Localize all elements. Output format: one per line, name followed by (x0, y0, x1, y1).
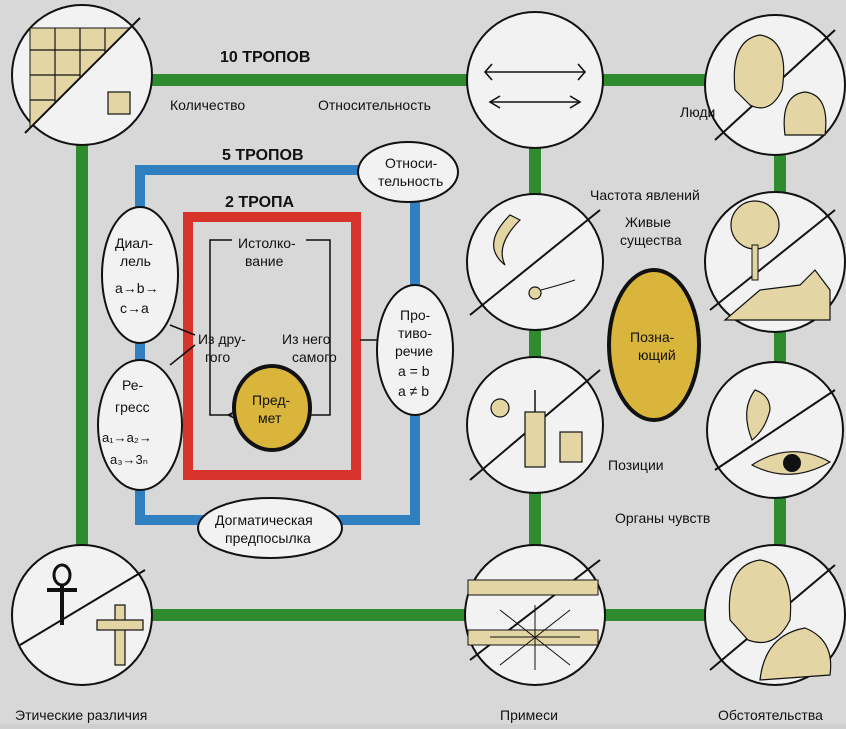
regress-oval (97, 359, 183, 491)
knower-oval (607, 268, 701, 422)
from-other-label-2: гого (205, 349, 230, 365)
diallel-label-2: лель (120, 253, 151, 269)
five-relativity-label-1: Относи- (385, 155, 438, 171)
regress-label-2: гресс (115, 399, 150, 415)
relativity-oval (357, 141, 459, 203)
regress-label-4: a₃→3ₙ (110, 452, 148, 467)
living-label-2: существа (620, 232, 682, 248)
dogmatic-oval (197, 497, 343, 559)
two-tropes-frame (183, 212, 361, 480)
five-relativity-label-2: тельность (378, 173, 443, 189)
living-beings-circle (704, 191, 846, 333)
contradiction-oval (376, 284, 454, 416)
diallel-oval (101, 206, 179, 344)
regress-label-3: a₁→a₂→ (102, 430, 152, 445)
regress-label-1: Ре- (122, 377, 144, 393)
interpretation-label-1: Истолко- (238, 235, 296, 251)
circumstances-label: Обстоятельства (718, 707, 823, 723)
relativity-circle (466, 11, 604, 149)
quantity-circle (11, 4, 153, 146)
knower-label-1: Позна- (630, 329, 675, 345)
interpretation-label-2: вание (245, 253, 284, 269)
contradiction-label-1: Про- (400, 307, 431, 323)
diallel-label-4: c→a (120, 300, 149, 316)
contradiction-label-4: a = b (398, 363, 430, 379)
subject-label-2: мет (258, 410, 282, 426)
quantity-label: Количество (170, 97, 245, 113)
from-other-label-1: Из дру- (198, 331, 246, 347)
ten-tropes-header: 10 ТРОПОВ (220, 49, 310, 66)
diallel-label-1: Диал- (115, 235, 153, 251)
contradiction-label-3: речие (395, 343, 433, 359)
knower-label-2: ющий (638, 347, 676, 363)
living-label-1: Живые (625, 214, 671, 230)
two-tropes-header: 2 ТРОПА (225, 194, 295, 211)
positions-circle (466, 356, 604, 494)
dogmatic-label-1: Догматическая (215, 512, 313, 528)
contradiction-label-5: a ≠ b (398, 383, 429, 399)
contradiction-label-2: тиво- (398, 325, 432, 341)
senses-circle (706, 361, 844, 499)
relativity-label: Относительность (318, 97, 431, 113)
subject-oval (232, 364, 312, 452)
admixture-circle (464, 544, 606, 686)
subject-label-1: Пред- (252, 392, 290, 408)
circumstances-circle (704, 544, 846, 686)
admixture-label: Примеси (500, 707, 558, 723)
from-itself-label-1: Из него (282, 331, 331, 347)
five-tropes-header: 5 ТРОПОВ (222, 147, 304, 164)
ethics-circle (11, 544, 153, 686)
from-itself-label-2: самого (292, 349, 337, 365)
senses-label: Органы чувств (615, 510, 710, 526)
people-label: Люди (680, 104, 715, 120)
frequency-label: Частота явлений (590, 187, 700, 203)
ethics-label: Этические различия (15, 707, 147, 723)
positions-label: Позиции (608, 457, 664, 473)
people-circle (704, 14, 846, 156)
frequency-circle (466, 193, 604, 331)
dogmatic-label-2: предпосылка (225, 530, 311, 546)
diallel-label-3: a→b→ (115, 280, 159, 296)
